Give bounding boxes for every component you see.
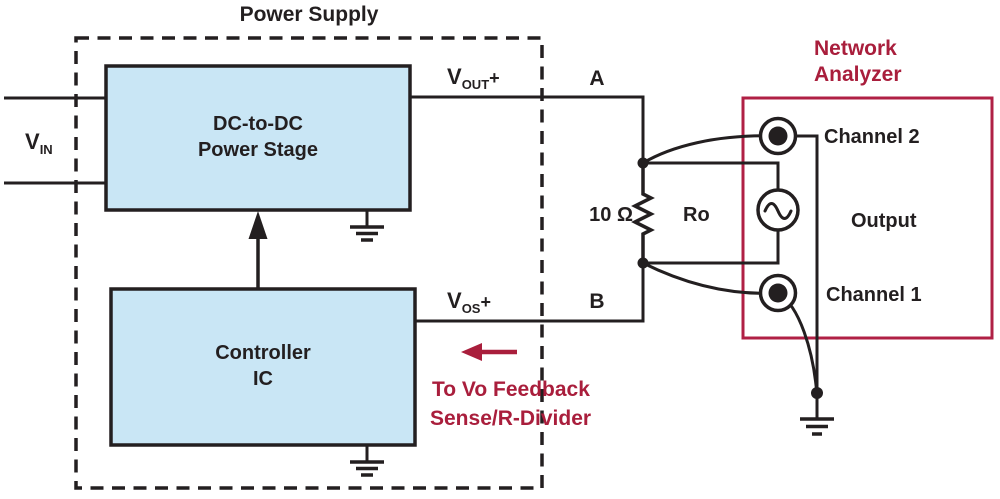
network-analyzer-box (741, 96, 994, 340)
vout-label: VOUT+ (447, 64, 500, 92)
output-source-top-lead (643, 161, 780, 190)
channel1-probe-wire (642, 261, 779, 295)
resistor-value-label: 10 Ω (589, 204, 633, 226)
power-stage-ground-icon (350, 210, 384, 242)
network-analyzer-title-line1: Network (814, 37, 897, 60)
resistor-name-label: Ro (683, 204, 710, 226)
controller-label-line1: Controller (215, 342, 311, 364)
controller-label-line2: IC (253, 368, 273, 390)
output-source-icon (756, 188, 800, 232)
vos-label: VOS+ (447, 288, 491, 316)
output-label: Output (851, 210, 917, 232)
power-stage-block (104, 64, 412, 212)
power-stage-label-line2: Power Stage (198, 139, 318, 161)
node-b-junction (637, 257, 649, 269)
node-a-label: A (589, 67, 604, 90)
controller-ic-block (109, 287, 417, 447)
network-analyzer-title-line2: Analyzer (814, 63, 902, 86)
node-b-label: B (589, 290, 604, 313)
vout-wire (410, 95, 645, 163)
channel2-connector-icon (758, 116, 798, 156)
feedback-arrow-icon (461, 343, 517, 361)
analyzer-ground-icon (800, 387, 834, 436)
feedback-note-line1: To Vo Feedback (432, 378, 590, 401)
vin-label: VIN (25, 129, 53, 157)
output-source-bottom-lead (643, 230, 780, 265)
sine-wave-icon (763, 202, 793, 220)
controller-to-powerstage-arrow-icon (248, 211, 268, 289)
power-supply-title: Power Supply (240, 3, 379, 26)
power-stage-label-line1: DC-to-DC (213, 113, 303, 135)
channel1-label: Channel 1 (826, 284, 922, 306)
node-a-junction (637, 157, 649, 169)
power-supply-dashed-box (74, 36, 544, 490)
vos-wire (415, 263, 645, 323)
controller-ground-icon (350, 445, 384, 477)
channel2-label: Channel 2 (824, 126, 920, 148)
feedback-note-line2: Sense/R-Divider (430, 407, 591, 430)
channel2-probe-wire (642, 134, 779, 165)
channel1-connector-icon (758, 273, 798, 313)
resistor-symbol (631, 163, 655, 263)
